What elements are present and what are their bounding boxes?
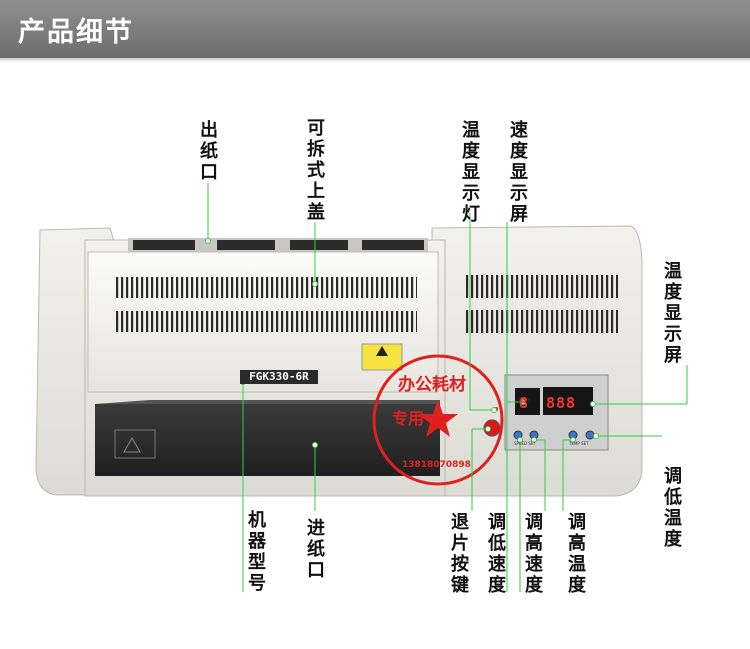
temp-set-label: TEMP SET (569, 441, 589, 446)
callout-raise-speed: 调高速度 (525, 512, 543, 596)
callout-raise-temp: 调高温度 (568, 512, 586, 596)
callout-feed-slot: 进纸口 (307, 518, 325, 581)
ready-label: READY (518, 398, 532, 403)
model-badge: FGK330-6R (240, 370, 318, 384)
callout-lower-speed: 调低速度 (488, 512, 506, 596)
stamp-top-text: 办公耗材 (398, 375, 466, 395)
header-bar: 产品细节 (0, 0, 750, 58)
laminator-photo (35, 183, 688, 592)
header-divider (0, 58, 750, 62)
callout-lower-temp: 调低温度 (664, 466, 682, 550)
red-seal-stamp (372, 354, 504, 486)
callout-speed-display: 速度显示屏 (510, 120, 528, 225)
callout-eject-button: 退片按键 (451, 512, 469, 596)
temp-digits: 888 (546, 394, 577, 412)
speed-digits: 8 (519, 394, 530, 412)
callout-removable-cover: 可拆式上盖 (307, 118, 325, 223)
stamp-center-text: 专用 (392, 409, 425, 428)
callout-model-label: 机器型号 (248, 510, 266, 594)
page-title: 产品细节 (18, 17, 134, 48)
callout-paper-exit: 出纸口 (200, 120, 218, 183)
speed-set-label: SPEED SET (514, 441, 536, 446)
callout-temp-indicator: 温度显示灯 (462, 120, 480, 225)
callout-temp-display: 温度显示屏 (664, 261, 682, 366)
stamp-phone: 13818070898 (402, 460, 471, 470)
